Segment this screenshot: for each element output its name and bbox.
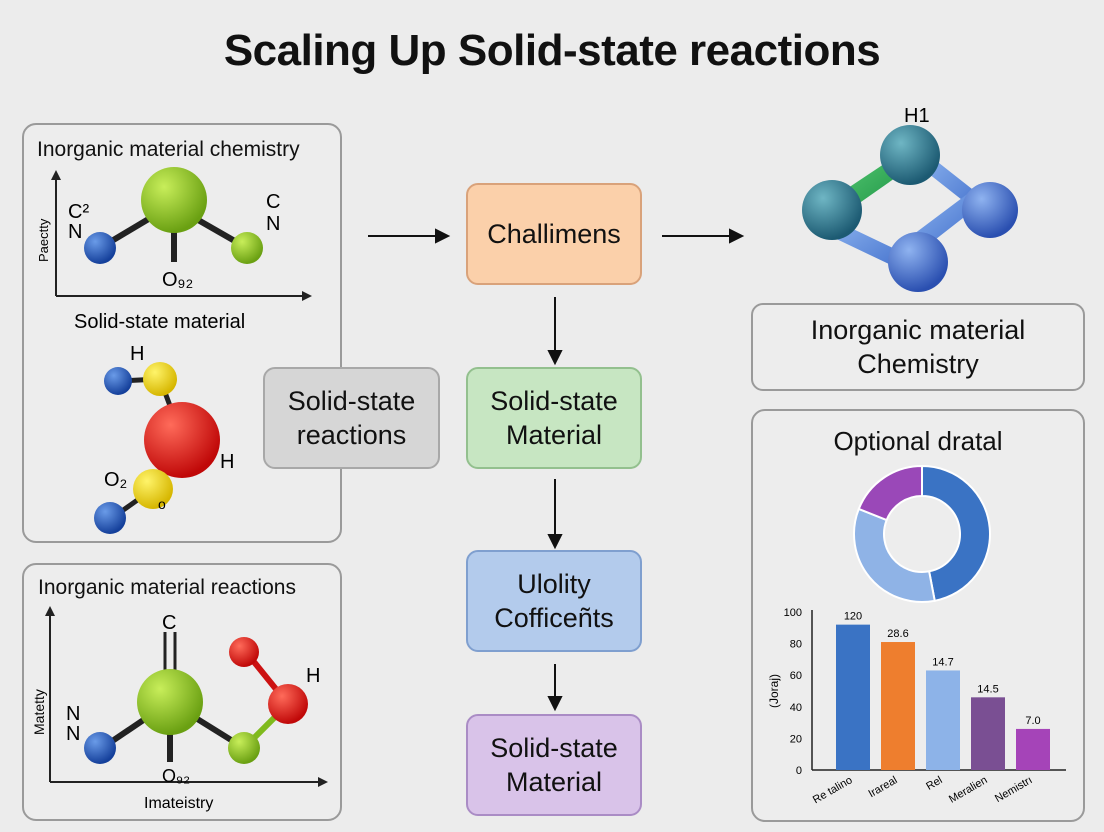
donut-chart: [853, 465, 992, 603]
inorganic-chemistry-panel-title: Inorganic material chemistry: [37, 138, 300, 161]
atom-label-o2: O₂: [104, 469, 127, 491]
atom-label-n-left: N: [66, 723, 80, 745]
bar: [881, 642, 915, 770]
molecule-label-h1: H1: [904, 105, 930, 127]
bar-data-label: 28.6: [887, 628, 908, 640]
x-axis-label: Imateistry: [144, 795, 213, 812]
x-tick-label: Irareal: [866, 774, 899, 800]
arrow-head: [547, 350, 563, 366]
sulfur-atom: [143, 362, 177, 396]
y-tick-label: 20: [790, 733, 802, 745]
flow-box-label: Ulolity Cofficeñts: [494, 569, 614, 633]
flow-box-solid-state-material: Solid-state Material: [466, 367, 642, 469]
atom-label-h-right: H: [220, 451, 234, 473]
bar-data-label: 7.0: [1025, 715, 1040, 727]
y-tick-label: 80: [790, 639, 802, 651]
arrow-head: [435, 228, 451, 244]
arrow-head: [547, 696, 563, 712]
sulfur-atom: [133, 469, 173, 509]
atom-label-o: O₉₂: [162, 269, 193, 291]
atom-right: [962, 182, 1018, 238]
optional-data-panel-title: Optional dratal: [833, 426, 1003, 456]
nitrogen-atom: [84, 732, 116, 764]
inorganic-reactions-panel-title: Inorganic material reactions: [38, 576, 296, 599]
bar-chart: 0 20 40 60 80 100 (Joraj) 120 Re talino 28.6Irare…: [767, 607, 1066, 806]
nitrogen-atom: [104, 367, 132, 395]
y-tick-label: 40: [790, 702, 802, 714]
atom-label-c-right: C: [266, 191, 280, 213]
solid-state-reactions-label: Solid-state reactions: [287, 386, 416, 450]
carbon-atom: [141, 167, 207, 233]
arrow-head: [547, 534, 563, 550]
donut-slice: [857, 465, 923, 522]
molecule-diagram-top: Paectty C² N C N O₉₂ Solid-state materia…: [36, 167, 312, 534]
donut-slice: [853, 507, 936, 603]
atom-label-n-left-top: N: [66, 703, 80, 725]
y-axis-arrow: [51, 170, 61, 180]
atom-label-c2: C²: [68, 201, 89, 223]
flow-box-challimens: Challimens: [466, 183, 642, 285]
atom-label-c-top: C: [162, 612, 176, 634]
atom-left: [802, 180, 862, 240]
y-axis-arrow: [45, 606, 55, 616]
molecule-3d-right: H1: [802, 105, 1018, 292]
solid-state-reactions-box: Solid-state reactions: [263, 367, 440, 469]
x-axis-arrow: [318, 777, 328, 787]
oxygen-atom: [268, 684, 308, 724]
carbon-atom-small: [228, 732, 260, 764]
atom-label-small-o: o: [158, 496, 166, 512]
atom-label-o: O₉₂: [162, 766, 190, 786]
y-tick-label: 0: [796, 765, 802, 777]
flow-box-solid-state-material-final: Solid-state Material: [466, 714, 642, 816]
inorganic-chemistry-box: Inorganic material Chemistry: [751, 303, 1085, 391]
atom-label-n-right: N: [266, 213, 280, 235]
donut-slice: [921, 465, 992, 602]
molecule-diagram-bottom: Matetty Imateistry C N N O₉₂ H: [31, 606, 328, 812]
bar: [971, 697, 1005, 770]
atom-label-n-left: N: [68, 221, 82, 243]
bar: [926, 670, 960, 770]
oxygen-atom-small: [229, 637, 259, 667]
arrow-head: [729, 228, 745, 244]
y-tick-label: 60: [790, 670, 802, 682]
y-tick-label: 100: [784, 607, 802, 619]
nitrogen-atom: [84, 232, 116, 264]
atom-bottom: [888, 232, 948, 292]
atom-top: [880, 125, 940, 185]
y-axis-label: Matetty: [31, 689, 47, 735]
bar-data-label: 14.7: [932, 656, 953, 668]
flow-box-label: Solid-state Material: [490, 733, 618, 797]
atom-label-h-top: H: [130, 343, 144, 365]
bar: [836, 624, 870, 770]
nitrogen-atom: [94, 502, 126, 534]
solid-state-material-subtitle: Solid-state material: [74, 311, 245, 333]
x-axis-arrow: [302, 291, 312, 301]
page-title: Scaling Up Solid-state reactions: [223, 26, 881, 75]
x-tick-label: Rel: [924, 774, 944, 793]
bar: [1016, 728, 1050, 770]
flow-box-label: Challimens: [487, 219, 621, 249]
x-tick-label: Re talino: [811, 774, 855, 806]
bar-data-label: 14.5: [977, 683, 998, 695]
carbon-atom: [137, 669, 203, 735]
carbon-atom-small: [231, 232, 263, 264]
flow-box-label: Solid-state Material: [490, 386, 618, 450]
atom-label-h: H: [306, 665, 320, 687]
flow-box-ulolity-cofficents: Ulolity Cofficeñts: [466, 550, 642, 652]
bar-data-label: 120: [844, 611, 862, 623]
inorganic-chemistry-box-label: Inorganic material Chemistry: [810, 315, 1026, 379]
y-axis-label: Paectty: [36, 218, 51, 262]
y-axis-label: (Joraj): [767, 674, 781, 708]
x-tick-label: Nemistrı: [993, 774, 1034, 805]
oxygen-atom: [144, 402, 220, 478]
x-tick-label: Meralien: [947, 774, 990, 805]
